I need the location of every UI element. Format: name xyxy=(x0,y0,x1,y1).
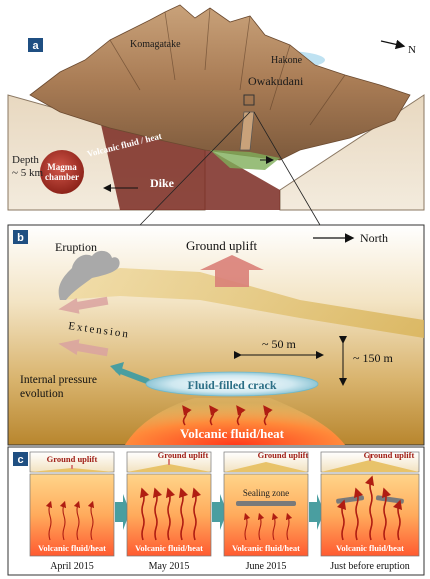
rock-layer xyxy=(60,268,424,338)
eruption-plume xyxy=(58,250,120,300)
fluid-arrows-b xyxy=(182,405,273,426)
crack-label: Fluid-filled crack xyxy=(188,378,277,392)
stage-2-date: May 2015 xyxy=(149,561,190,572)
dist-50-label: ~ 50 m xyxy=(262,337,296,351)
stage-1-fluid: Volcanic fluid/heat xyxy=(38,543,106,553)
internal-pressure-line2: evolution xyxy=(20,388,64,400)
stage-3-fluid: Volcanic fluid/heat xyxy=(232,543,300,553)
connector-left xyxy=(139,111,251,226)
komagatake-label: Komagatake xyxy=(130,39,181,50)
stage-4-fluid: Volcanic fluid/heat xyxy=(336,543,404,553)
panel-a: Magma chamber Depth ~ 5 km Volcanic flui… xyxy=(7,4,425,211)
stage-3-uplift: Ground uplift xyxy=(258,450,309,460)
badge-c-text: c xyxy=(17,454,23,466)
extension-arrow-upper xyxy=(58,296,109,314)
hakone-label: Hakone xyxy=(271,55,303,66)
sealing-zone-label: Sealing zone xyxy=(243,488,289,498)
stage-1-uplift: Ground uplift xyxy=(47,454,98,464)
badge-a xyxy=(28,38,43,52)
fluid-filled-crack xyxy=(145,371,319,397)
owakudani-column xyxy=(239,111,255,151)
magma-label-line2: chamber xyxy=(45,172,79,182)
badge-b xyxy=(13,230,28,244)
connector-right xyxy=(253,111,321,226)
ground-uplift-label: Ground uplift xyxy=(186,238,258,253)
stage-2-uplift: Ground uplift xyxy=(158,450,209,460)
internal-pressure-line1: Internal pressure xyxy=(20,374,97,386)
stage-1-date: April 2015 xyxy=(50,561,94,572)
stage-4-date: Just before eruption xyxy=(330,561,409,572)
depth-label-line1: Depth xyxy=(12,154,39,166)
stage-3-date: June 2015 xyxy=(246,561,287,572)
terrain-ridges xyxy=(109,7,346,126)
panel-c: c Ground uplift Volcanic fluid/heat Apri… xyxy=(7,446,425,576)
stage-arrow-1 xyxy=(115,494,130,530)
internal-pressure-arrowhead xyxy=(110,362,124,376)
internal-pressure-arrow xyxy=(115,367,150,384)
north-label-a: N xyxy=(408,44,416,56)
magma-label-line1: Magma xyxy=(47,162,77,172)
dike-label: Dike xyxy=(150,176,175,190)
magma-chamber xyxy=(40,150,84,194)
stage-april: Ground uplift Volcanic fluid/heat April … xyxy=(29,451,115,572)
stage-4-uplift: Ground uplift xyxy=(364,450,415,460)
stage-arrow-3 xyxy=(309,494,324,530)
badge-b-text: b xyxy=(17,232,24,244)
north-label-b: North xyxy=(360,231,388,245)
stage-arrow-2 xyxy=(212,494,227,530)
extension-arrow-lower xyxy=(58,339,109,357)
stage-2-fluid: Volcanic fluid/heat xyxy=(135,543,203,553)
depth-label-line2: ~ 5 km xyxy=(12,167,43,179)
north-arrow-a xyxy=(380,39,406,50)
stage-may: Ground uplift Volcanic fluid/heat May 20… xyxy=(126,450,212,572)
owakudani-label: Owakudani xyxy=(248,74,304,88)
ground-uplift-arrow xyxy=(200,255,264,287)
dist-150-label: ~ 150 m xyxy=(353,351,393,365)
badge-c xyxy=(13,452,28,466)
owakudani-marker xyxy=(243,94,255,106)
stage-june: Ground uplift Sealing zone Volcanic flui… xyxy=(223,450,309,572)
badge-a-text: a xyxy=(32,40,39,52)
sealing-zone-bar xyxy=(236,501,296,506)
volcanic-plume xyxy=(125,398,345,445)
eruption-label: Eruption xyxy=(55,240,97,254)
vegetation xyxy=(210,150,280,170)
volcanic-fluid-label-b: Volcanic fluid/heat xyxy=(180,426,285,441)
panel-b: Eruption Ground uplift North Extension ~… xyxy=(7,224,425,446)
stage-before-eruption: Ground uplift Volcanic fluid/heat Just b… xyxy=(320,450,420,572)
cutaway-section xyxy=(100,120,280,210)
